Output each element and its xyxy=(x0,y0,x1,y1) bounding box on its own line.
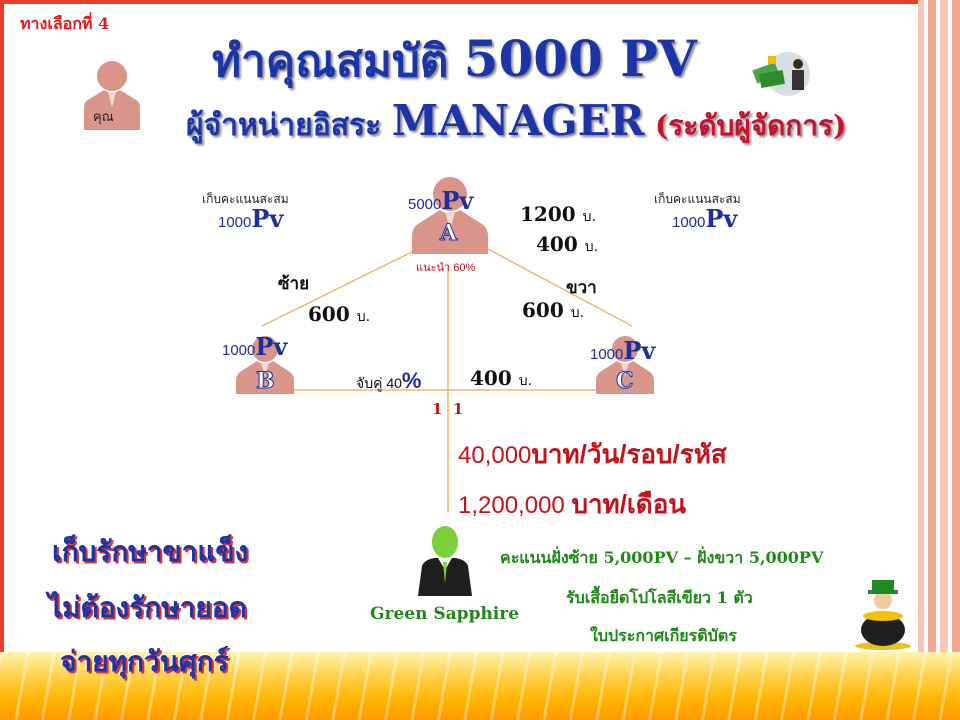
node-a-amount-1-unit: บ. xyxy=(582,209,596,225)
node-a-amount-1-value: 1200 xyxy=(520,202,576,226)
leprechaun-gold-pot-icon xyxy=(855,580,911,650)
money-transfer-icon xyxy=(752,52,810,96)
income-per-day: 40,000บาท/วัน/รอบ/รหัส xyxy=(458,434,727,475)
income-per-day-text: บาท/วัน/รอบ/รหัส xyxy=(531,439,727,469)
matching-label: จับคู่ 40% xyxy=(356,368,421,395)
left-collect-pv: 1000Pv xyxy=(218,204,283,233)
node-a-pv-unit: Pv xyxy=(441,186,474,215)
right-collect-pv: 1000Pv xyxy=(672,204,737,233)
slogan-keep-strong-legs: เก็บรักษาขาแข็ง xyxy=(52,535,249,568)
matching-ratio: 1 1 xyxy=(432,400,464,418)
line-a-b xyxy=(261,247,421,327)
node-a-referral: แนะนำ 60% xyxy=(416,262,476,274)
perk-item-shirt: รับเสื้อยืดโปโลสีเขียว 1 ตัว xyxy=(566,588,753,607)
node-b-pv: 1000Pv xyxy=(222,332,287,361)
income-per-month: 1,200,000 บาท/เดือน xyxy=(458,484,686,525)
page-title: ทำคุณสมบัติ 5000 PV xyxy=(212,26,697,96)
you-avatar-icon xyxy=(84,61,140,130)
matching-percent: % xyxy=(401,368,422,393)
node-a-letter: A xyxy=(439,220,458,247)
left-branch-label: ซ้าย xyxy=(278,274,310,293)
you-label: คุณ xyxy=(93,109,114,124)
node-c-pv: 1000Pv xyxy=(590,336,655,365)
node-a-pv: 5000Pv xyxy=(408,186,473,215)
line-a-c xyxy=(485,247,633,327)
rank-badge-label: Green Sapphire xyxy=(370,604,520,624)
node-a-pv-num: 5000 xyxy=(408,196,442,213)
left-collect-pv-unit: Pv xyxy=(251,204,284,233)
perk-item-certificate: ใบประกาศเกียรติบัตร xyxy=(590,626,737,645)
title-prefix: ทำคุณสมบัติ xyxy=(212,36,449,87)
node-c-pv-unit: Pv xyxy=(623,336,656,365)
left-branch-amount-value: 600 xyxy=(308,302,350,326)
node-c-pv-num: 1000 xyxy=(590,346,624,363)
node-c-letter: C xyxy=(616,368,634,395)
node-c-avatar-icon xyxy=(596,336,654,394)
node-b-letter: B xyxy=(256,368,276,395)
node-a-amount-1: 1200 บ. xyxy=(520,202,596,228)
slogan-pay-every-friday: จ่ายทุกวันศุกร์ xyxy=(60,645,229,678)
left-branch-amount: 600 บ. xyxy=(308,302,370,328)
left-collect-pv-num: 1000 xyxy=(218,214,252,231)
right-collect-pv-num: 1000 xyxy=(672,214,706,231)
node-a-amount-2: 400 บ. xyxy=(536,232,598,258)
matching-amount-value: 400 xyxy=(470,366,512,390)
node-b-pv-unit: Pv xyxy=(255,332,288,361)
right-branch-amount-unit: บ. xyxy=(570,305,585,321)
matching-amount: 400 บ. xyxy=(470,366,532,392)
matching-label-text: จับคู่ 40 xyxy=(356,375,402,391)
slogan-no-maintain-sales: ไม่ต้องรักษายอด xyxy=(48,591,247,624)
frame-left-border xyxy=(0,0,4,720)
node-a-amount-2-unit: บ. xyxy=(584,239,599,255)
right-branch-amount: 600 บ. xyxy=(522,298,584,324)
left-branch-amount-unit: บ. xyxy=(356,309,371,325)
green-sapphire-avatar-icon xyxy=(418,526,472,596)
income-per-month-text: บาท/เดือน xyxy=(571,489,687,519)
title-value: 5000 PV xyxy=(463,29,697,88)
left-collect-label: เก็บคะแนนสะสม xyxy=(202,192,289,206)
node-b-pv-num: 1000 xyxy=(222,342,256,359)
right-collect-pv-unit: Pv xyxy=(705,204,738,233)
right-collect-label: เก็บคะแนนสะสม xyxy=(654,192,741,206)
node-a-avatar-icon xyxy=(412,177,488,254)
right-branch-label: ขวา xyxy=(566,278,597,297)
subtitle-rank-thai: (ระดับผู้จัดการ) xyxy=(655,109,847,142)
side-stripes xyxy=(918,0,960,720)
right-branch-amount-value: 600 xyxy=(522,298,564,322)
subtitle-prefix: ผู้จำหน่ายอิสระ xyxy=(186,108,382,143)
node-a-amount-2-value: 400 xyxy=(536,232,578,256)
page-subtitle: ผู้จำหน่ายอิสระ MANAGER (ระดับผู้จัดการ) xyxy=(186,96,846,149)
matching-amount-unit: บ. xyxy=(518,373,533,389)
frame-top-border xyxy=(0,0,960,4)
node-b-avatar-icon xyxy=(236,336,294,394)
subtitle-rank: MANAGER xyxy=(391,96,645,145)
income-per-month-num: 1,200,000 xyxy=(458,492,565,519)
income-per-day-num: 40,000 xyxy=(458,442,532,469)
option-label: ทางเลือกที่ 4 xyxy=(20,14,110,33)
bottom-gold-band xyxy=(0,652,960,720)
perk-item-points: คะแนนฝั่งซ้าย 5,000PV – ฝั่งขวา 5,000PV xyxy=(500,548,824,567)
